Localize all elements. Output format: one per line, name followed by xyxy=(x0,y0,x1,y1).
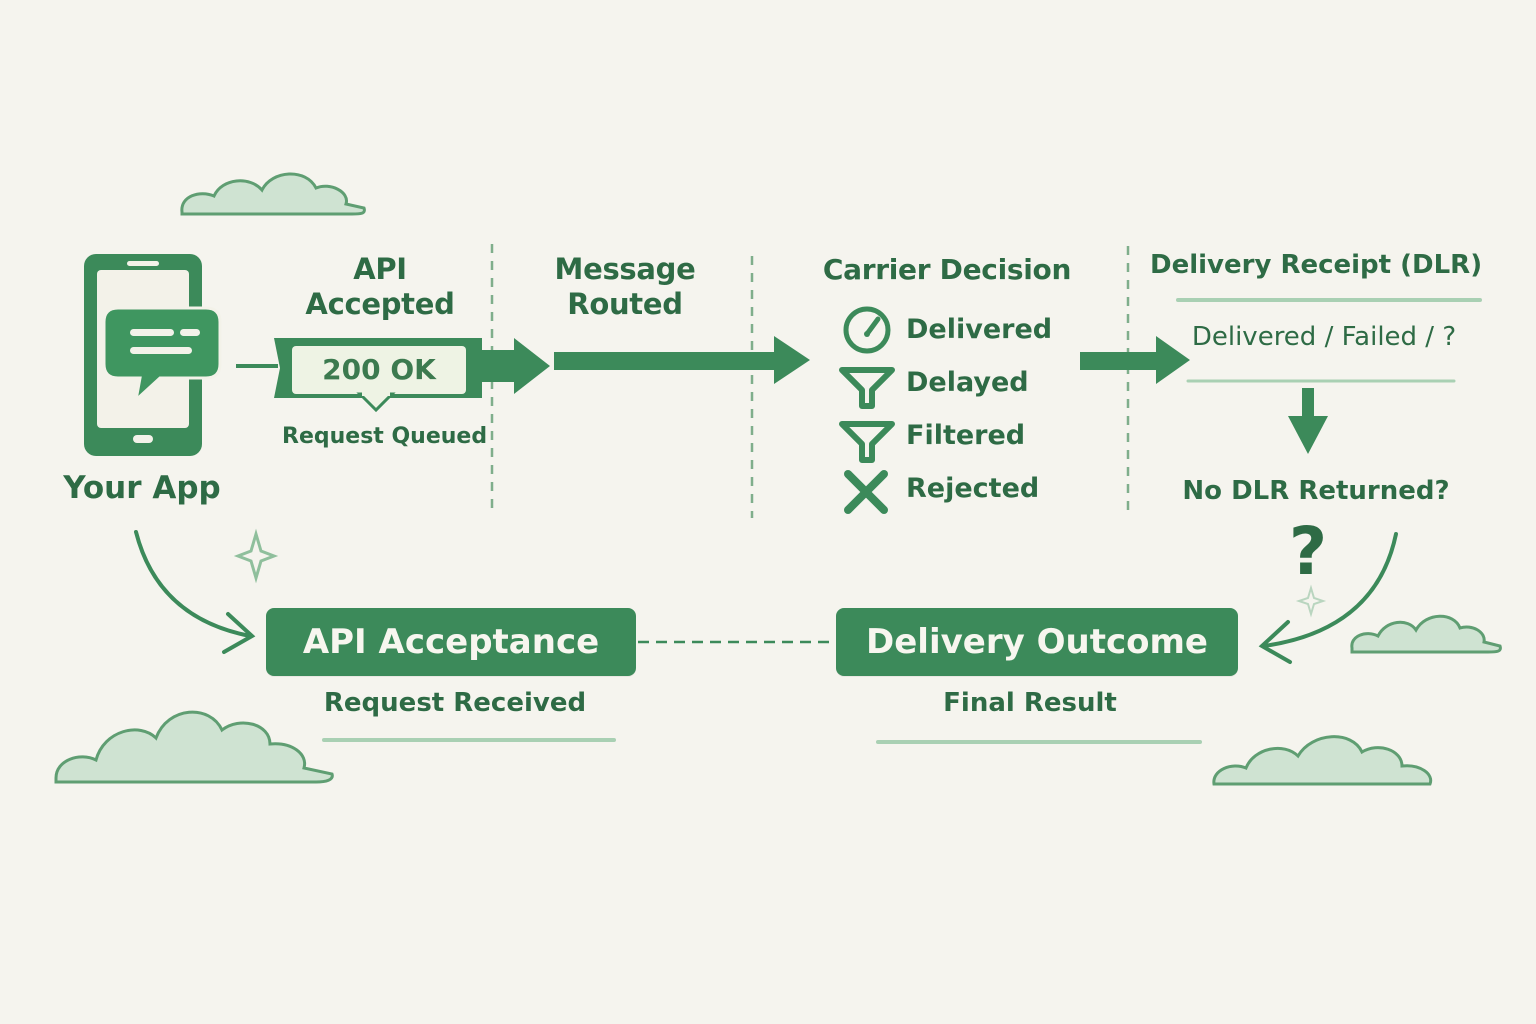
smartphone-chat-icon xyxy=(84,254,222,456)
no-dlr-question: No DLR Returned? xyxy=(1182,476,1450,506)
api-accepted-title-line1: API xyxy=(353,252,407,286)
sparkle-icon xyxy=(1295,584,1327,618)
routed-arrow xyxy=(554,336,810,384)
outcome-filtered: Filtered xyxy=(906,420,1026,451)
cloud-bottom-left xyxy=(54,710,334,784)
message-routed-title-line2: Routed xyxy=(567,287,683,321)
status-200-ok: 200 OK xyxy=(322,353,436,386)
cloud-right-mid xyxy=(1350,614,1502,654)
outcome-delivered: Delivered xyxy=(906,314,1053,345)
outcome-delayed: Delayed xyxy=(906,367,1029,398)
dlr-status: Delivered / Failed / ? xyxy=(1191,322,1457,352)
cloud-top-left xyxy=(180,172,366,216)
dlr-title: Delivery Receipt (DLR) xyxy=(1150,250,1483,280)
message-routed-title: Message Routed xyxy=(540,252,710,322)
filter-icon xyxy=(839,421,895,463)
filter-icon xyxy=(839,367,895,409)
request-queued-note: Request Queued xyxy=(282,424,488,449)
api-accepted-title: API Accepted xyxy=(290,252,470,322)
api-accepted-arrow xyxy=(236,338,550,413)
delivery-outcome-pill: Delivery Outcome xyxy=(836,608,1238,676)
curved-arrow-dlr xyxy=(1258,532,1398,664)
curved-arrow-app xyxy=(134,530,256,654)
carrier-to-dlr-arrow xyxy=(1080,336,1190,384)
carrier-decision-title: Carrier Decision xyxy=(822,253,1072,286)
message-routed-title-line1: Message xyxy=(554,252,696,286)
app-label: Your App xyxy=(63,470,221,506)
sparkle-icon xyxy=(233,528,279,584)
api-accepted-title-line2: Accepted xyxy=(305,287,455,321)
delivery-outcome-sub: Final Result xyxy=(943,688,1117,718)
outcome-rejected: Rejected xyxy=(906,473,1040,504)
cloud-bottom-right xyxy=(1212,735,1433,786)
down-arrow xyxy=(1288,388,1328,454)
question-mark: ? xyxy=(1288,513,1328,590)
api-acceptance-pill: API Acceptance xyxy=(266,608,636,676)
api-acceptance-sub: Request Received xyxy=(323,688,587,718)
gauge-icon xyxy=(843,306,891,354)
x-icon xyxy=(844,470,888,514)
